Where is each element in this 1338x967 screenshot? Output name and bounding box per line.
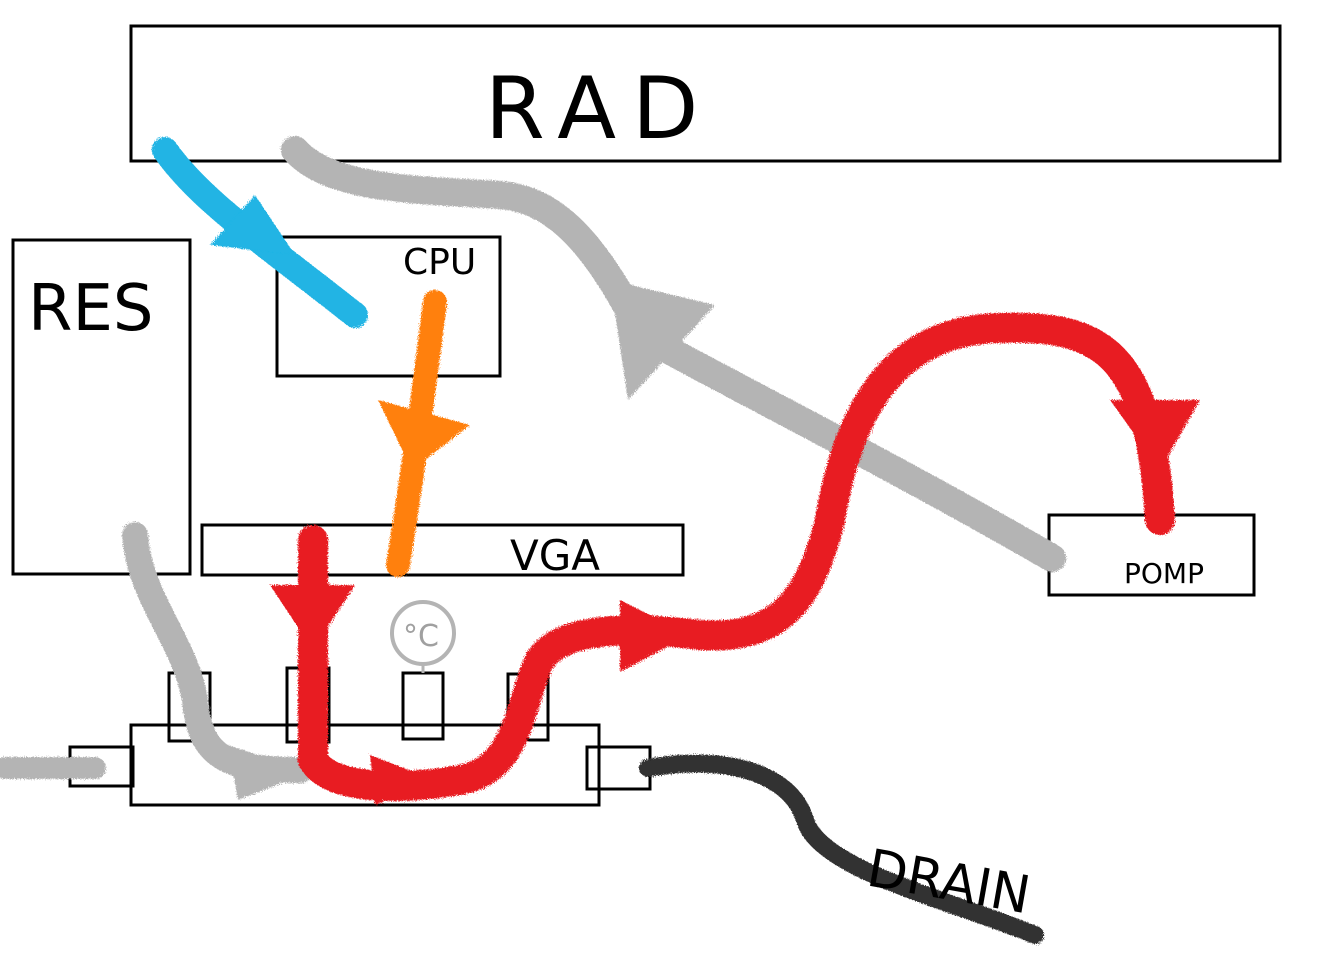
- radiator-box: [129, 24, 1282, 163]
- vga-label: VGA: [510, 531, 600, 580]
- cpu-to-vga-flow: [378, 290, 470, 577]
- hot-loop-arrowhead-2: [370, 755, 435, 805]
- manifold-body: [129, 723, 601, 807]
- reservoir-outlet-flow: [0, 522, 313, 800]
- hot-loop-arrowhead-3: [620, 600, 690, 672]
- drain-label: DRAIN: [863, 839, 1035, 927]
- radiator-label: RAD: [485, 59, 714, 159]
- hot-loop-flow: [270, 312, 1200, 805]
- hot-loop-arrowhead-4: [1110, 400, 1200, 470]
- reservoir-label: RES: [28, 272, 154, 346]
- hot-loop-arrowhead-1: [270, 585, 355, 650]
- drain-hose: [639, 754, 1044, 944]
- return-loop-arrowhead: [610, 280, 715, 400]
- return-loop-flow: [281, 136, 1066, 572]
- temperature-sensor-label: °C: [403, 619, 439, 654]
- reservoir-outlet-arrowhead: [228, 745, 310, 800]
- cold-inlet-arrowhead: [210, 195, 295, 255]
- cpu-label: CPU: [403, 242, 476, 283]
- cpu-to-vga-arrowhead: [378, 400, 470, 470]
- vga-block-box: [200, 523, 685, 577]
- manifold-stub-3: [401, 671, 445, 741]
- pump-label: POMP: [1124, 557, 1204, 590]
- cold-inlet-flow: [152, 137, 368, 328]
- cpu-block-box: [275, 235, 502, 378]
- reservoir-box: [11, 238, 192, 576]
